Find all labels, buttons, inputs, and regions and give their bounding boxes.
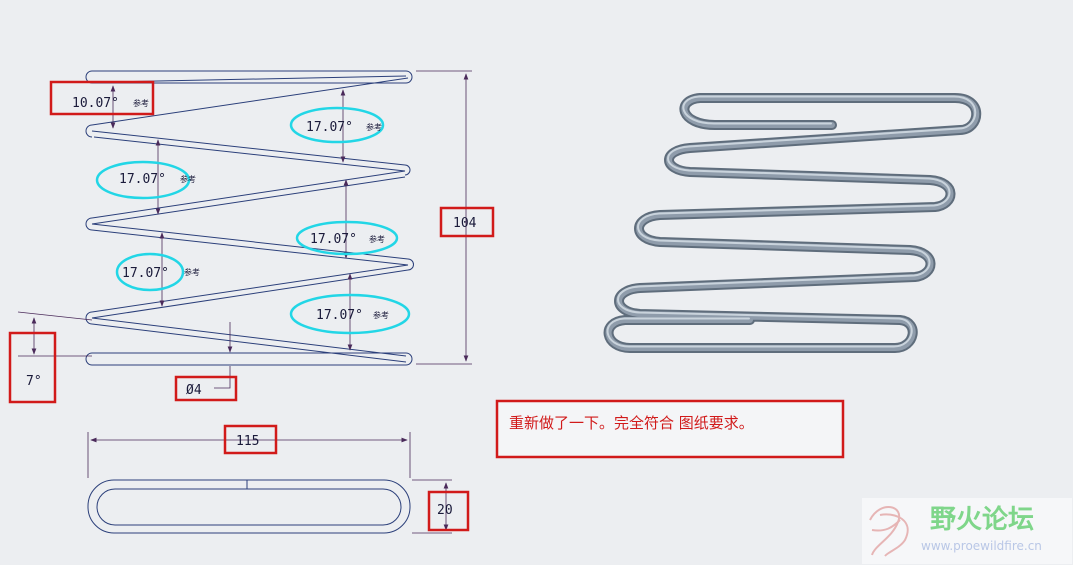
svg-text:参考: 参考 bbox=[133, 98, 149, 108]
svg-text:17.07°: 17.07° bbox=[119, 172, 166, 187]
svg-text:17.07°: 17.07° bbox=[316, 308, 363, 323]
callout-4: 17.07° 参考 bbox=[115, 252, 200, 292]
note-box: 重新做了一下。完全符合 图纸要求。 bbox=[495, 399, 845, 459]
angle-callouts: 17.07° 参考 17.07° 参考 17.07° 参考 17.07° 参考 … bbox=[95, 106, 411, 335]
dim-width: 20 bbox=[427, 490, 470, 532]
dim-angle-7: 7° bbox=[8, 331, 57, 404]
dim-angle-top: 10.07° 参考 bbox=[49, 80, 155, 116]
length-dimension bbox=[87, 432, 411, 478]
svg-text:7°: 7° bbox=[26, 374, 42, 389]
watermark-logo bbox=[869, 506, 909, 557]
svg-text:17.07°: 17.07° bbox=[310, 232, 357, 247]
callout-2: 17.07° 参考 bbox=[95, 160, 196, 200]
dim-wire-dia: Ø4 bbox=[174, 375, 238, 402]
svg-text:参考: 参考 bbox=[366, 122, 382, 132]
svg-text:参考: 参考 bbox=[369, 234, 385, 244]
svg-text:20: 20 bbox=[437, 503, 453, 518]
dim-length: 115 bbox=[223, 424, 278, 455]
spring-3d-render bbox=[603, 93, 982, 353]
svg-text:参考: 参考 bbox=[180, 174, 196, 184]
spring-top-view bbox=[87, 479, 411, 534]
svg-text:Ø4: Ø4 bbox=[186, 383, 202, 398]
dim-height: 104 bbox=[439, 206, 495, 238]
watermark: 野火论坛 www.proewildfire.cn bbox=[862, 498, 1072, 564]
svg-text:参考: 参考 bbox=[373, 310, 389, 320]
spring-front-view bbox=[85, 70, 414, 366]
svg-text:115: 115 bbox=[236, 434, 259, 449]
height-dimension bbox=[416, 70, 472, 365]
svg-text:104: 104 bbox=[453, 216, 477, 231]
svg-text:参考: 参考 bbox=[184, 267, 200, 277]
watermark-name: 野火论坛 bbox=[930, 505, 1034, 535]
watermark-url: www.proewildfire.cn bbox=[921, 539, 1042, 553]
angle-arrows bbox=[110, 85, 353, 380]
dim-angle-top-value: 10.07° bbox=[72, 96, 119, 111]
wire-dia-leader bbox=[214, 380, 231, 389]
note-text: 重新做了一下。完全符合 图纸要求。 bbox=[509, 414, 754, 432]
svg-text:17.07°: 17.07° bbox=[122, 266, 169, 281]
callout-3: 17.07° 参考 bbox=[295, 220, 399, 256]
callout-5: 17.07° 参考 bbox=[289, 293, 411, 335]
svg-text:17.07°: 17.07° bbox=[306, 120, 353, 135]
callout-1: 17.07° 参考 bbox=[289, 106, 385, 144]
